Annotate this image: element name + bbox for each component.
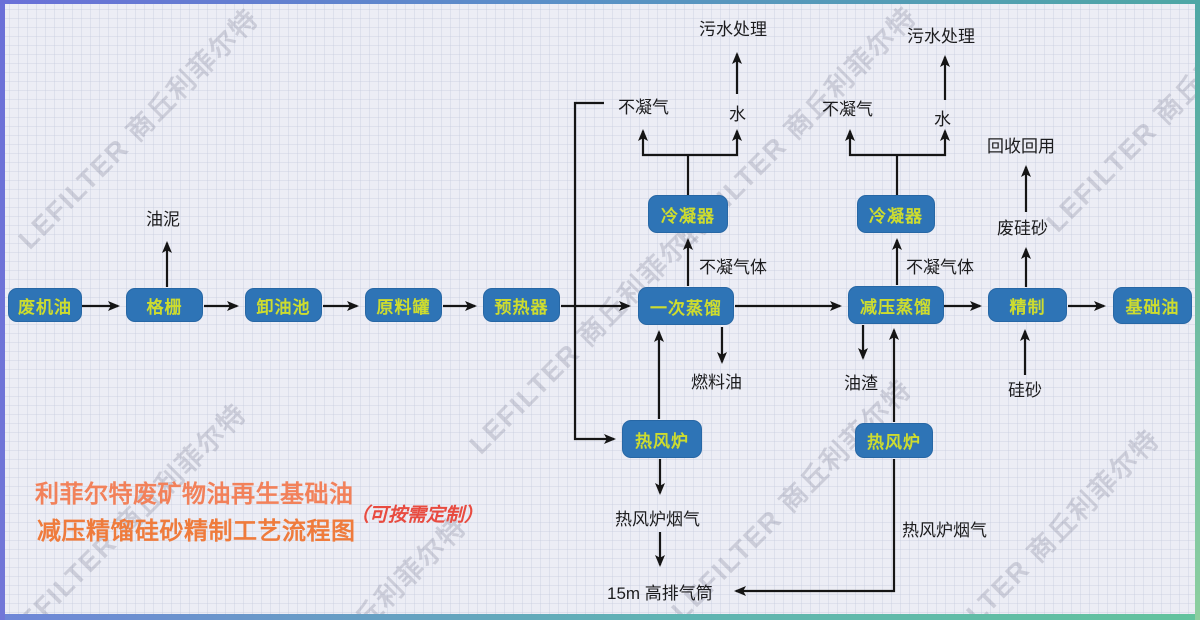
title-note: （可按需定制） [350, 505, 484, 526]
node-hot-air-furnace-left: 热风炉 [622, 420, 702, 458]
label-sewage-right: 污水处理 [907, 27, 975, 46]
label-gas-body-right: 不凝气体 [906, 258, 974, 277]
node-base-oil: 基础油 [1113, 287, 1192, 324]
label-flue-gas-left: 热风炉烟气 [615, 510, 700, 529]
edge-condenser-right-water [897, 129, 950, 157]
label-exhaust-stack: 15m 高排气筒 [607, 584, 713, 603]
node-condenser-right: 冷凝器 [857, 195, 935, 233]
edge-furnace-right-stack [734, 459, 896, 596]
title-line1: 利菲尔特废矿物油再生基础油 [35, 481, 354, 508]
label-gas-left: 不凝气 [618, 98, 669, 117]
node-vacuum-distillation: 减压蒸馏 [848, 286, 944, 324]
node-first-distillation: 一次蒸馏 [638, 287, 734, 325]
node-raw-material-tank: 原料罐 [365, 288, 442, 322]
edge-condenser-right-gas [845, 129, 897, 157]
edge-condenser-left-gas [638, 129, 688, 157]
label-fuel-oil: 燃料油 [691, 373, 742, 392]
node-hot-air-furnace-right: 热风炉 [855, 423, 933, 458]
label-water-left: 水 [729, 105, 746, 124]
node-condenser-left: 冷凝器 [648, 195, 728, 233]
label-water-right: 水 [934, 110, 951, 129]
node-grid-screen: 格栅 [126, 288, 203, 322]
edge-gas-furnace-left [573, 101, 616, 444]
node-refining: 精制 [988, 288, 1067, 322]
node-preheater: 预热器 [483, 288, 560, 322]
label-flue-gas-right: 热风炉烟气 [902, 521, 987, 540]
label-sludge: 油泥 [146, 210, 180, 229]
label-gas-body-left: 不凝气体 [699, 258, 767, 277]
node-waste-engine-oil: 废机油 [8, 288, 82, 322]
node-oil-unloading-pool: 卸油池 [245, 288, 322, 322]
label-gas-right: 不凝气 [822, 100, 873, 119]
title-line2: 减压精馏硅砂精制工艺流程图 [37, 518, 356, 545]
label-silica-sand: 硅砂 [1008, 381, 1042, 400]
label-oil-residue: 油渣 [844, 374, 878, 393]
label-waste-silica-sand: 废硅砂 [997, 219, 1048, 238]
label-recycle-reuse: 回收回用 [987, 137, 1055, 156]
label-sewage-left: 污水处理 [699, 20, 767, 39]
edge-condenser-left-water [688, 129, 742, 157]
